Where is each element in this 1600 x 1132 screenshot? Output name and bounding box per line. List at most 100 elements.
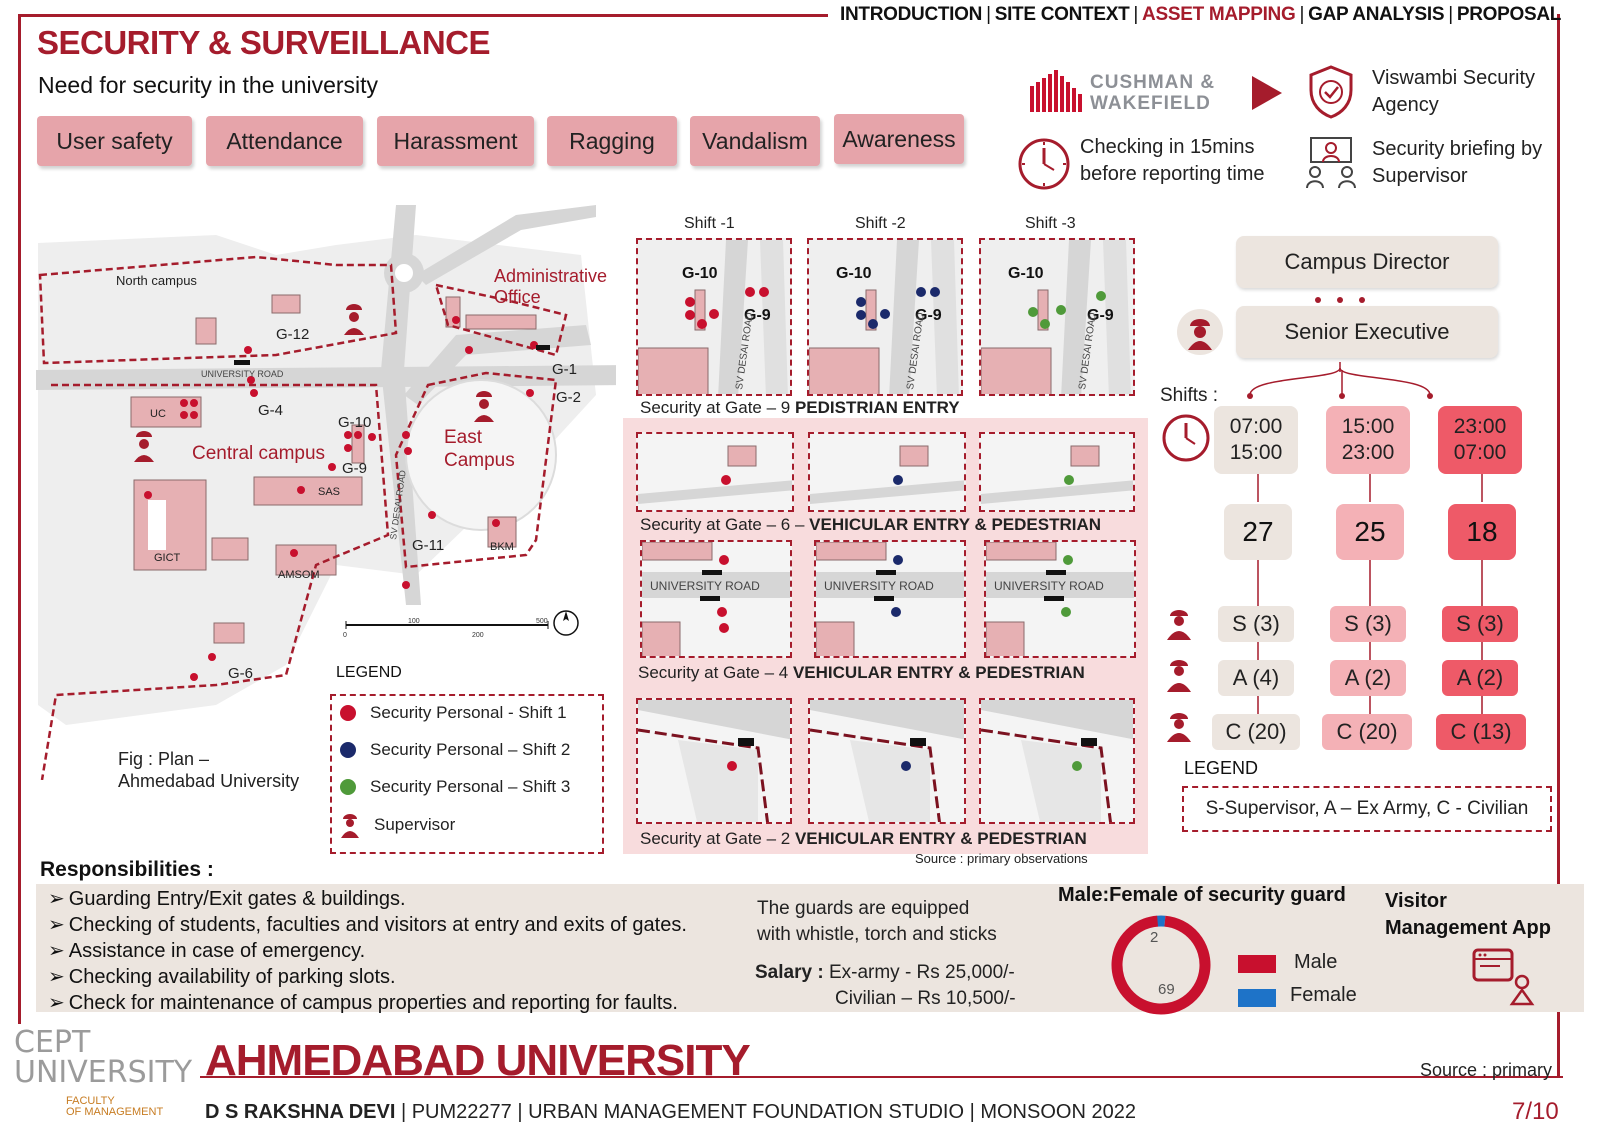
red-dot-icon: [340, 705, 356, 721]
faculty-of-management-label: FACULTY OF MANAGEMENT: [66, 1095, 164, 1118]
green-dot-icon: [340, 779, 356, 795]
label-gate-g11: G-11: [412, 537, 444, 554]
cushman-wakefield-wordmark: CUSHMAN & WAKEFIELD: [1090, 72, 1216, 114]
clock-icon: [1018, 138, 1070, 190]
guard-avatar-icon: [1177, 309, 1223, 355]
list-item: Guarding Entry/Exit gates & buildings.: [48, 886, 687, 912]
observation-source: Source : primary observations: [915, 851, 1088, 866]
label-east-campus-1: East: [444, 427, 483, 448]
legend-label-female: Female: [1290, 984, 1357, 1006]
shift2-ex-army: A (2): [1330, 660, 1406, 696]
label-gate-g1: G-1: [552, 361, 577, 378]
gate4-shift2-panel: UNIVERSITY ROAD: [814, 540, 966, 658]
legend-item-supervisor: Supervisor: [340, 812, 455, 838]
legend-title: LEGEND: [336, 664, 402, 681]
gate6-shift2-panel: [808, 432, 966, 512]
gate4-caption: Security at Gate – 4 VEHICULAR ENTRY & P…: [638, 663, 1085, 682]
shift3-supervisors: S (3): [1442, 606, 1518, 642]
road-label: UNIVERSITY ROAD: [994, 579, 1104, 593]
cept-university-logo: CEPT UNIVERSITY: [14, 1025, 193, 1090]
senior-executive-box: Senior Executive: [1236, 306, 1498, 358]
shift3-count: 18: [1448, 504, 1516, 560]
shift2-supervisors: S (3): [1330, 606, 1406, 642]
scale-tick: 0: [343, 632, 347, 639]
frame-top-border: [18, 14, 828, 17]
gate9-label-g9: G-9: [915, 307, 942, 324]
legend-item-shift3: Security Personal – Shift 3: [340, 777, 570, 797]
donut-slice-male: [1111, 915, 1211, 1015]
label-gate-g9: G-9: [342, 460, 367, 477]
need-pill-vandalism: Vandalism: [690, 116, 820, 166]
need-pill-awareness: Awareness: [834, 114, 964, 164]
nav-item-introduction[interactable]: INTRODUCTION: [840, 4, 983, 25]
gate9-caption: Security at Gate – 9 PEDISTRIAN ENTRY: [640, 398, 960, 417]
cushman-wakefield-logo: [1030, 70, 1082, 112]
frame-left-border: [18, 14, 21, 1024]
donut-label-female: 2: [1150, 929, 1158, 946]
gate2-caption: Security at Gate – 2 VEHICULAR ENTRY & P…: [640, 829, 1087, 848]
org-legend-box: S-Supervisor, A – Ex Army, C - Civilian: [1182, 786, 1552, 832]
shift1-ex-army: A (4): [1218, 660, 1294, 696]
visitor-app-icon: [1472, 948, 1535, 1006]
legend-item-shift1: Security Personal - Shift 1: [340, 703, 567, 723]
scale-tick: 100: [408, 618, 420, 625]
gate6-caption: Security at Gate – 6 – VEHICULAR ENTRY &…: [640, 515, 1102, 534]
need-pill-ragging: Ragging: [547, 116, 677, 166]
nav-item-proposal[interactable]: PROPOSAL: [1456, 4, 1562, 25]
label-building-gict: GICT: [154, 552, 181, 564]
road-label: UNIVERSITY ROAD: [824, 579, 934, 593]
gate2-shift2-panel: [808, 698, 966, 824]
ex-army-icon: [1167, 660, 1191, 692]
shift3-civilians: C (13): [1436, 714, 1526, 750]
shift-header-1: Shift -1: [684, 215, 735, 232]
agency-name: Viswambi Security Agency: [1372, 67, 1536, 116]
footer-credits: D S RAKSHNA DEVI | PUM22277 | URBAN MANA…: [205, 1101, 1136, 1123]
label-gate-g2: G-2: [556, 389, 581, 406]
label-building-uc: UC: [150, 408, 166, 420]
gate9-label-g9: G-9: [744, 307, 771, 324]
campus-plan-map: 0 100 200 500 North campus Administrativ…: [36, 205, 616, 780]
legend-item-shift2: Security Personal – Shift 2: [340, 740, 570, 760]
footer-source: Source : primary: [1420, 1060, 1553, 1080]
shifts-label: Shifts :: [1160, 385, 1219, 406]
gate2-shift1-panel: [636, 698, 792, 824]
shift2-count: 25: [1336, 504, 1404, 560]
donut-label-male: 69: [1158, 981, 1175, 998]
label-central-campus: Central campus: [192, 443, 325, 464]
label-building-sas: SAS: [318, 486, 340, 498]
gate2-shift3-panel: [979, 698, 1135, 824]
nav-item-gap-analysis[interactable]: GAP ANALYSIS: [1308, 4, 1445, 25]
label-north-campus: North campus: [116, 273, 197, 288]
nav-item-site-context[interactable]: SITE CONTEXT: [994, 4, 1130, 25]
gate6-shift1-panel: [636, 432, 794, 512]
shield-check-icon: [1309, 65, 1353, 119]
need-pill-harassment: Harassment: [377, 116, 534, 166]
label-gate-g6: G-6: [228, 665, 253, 682]
civilian-guard-icon: [1167, 713, 1191, 742]
map-legend: Security Personal - Shift 1 Security Per…: [330, 694, 604, 854]
gate9-label-g10: G-10: [836, 265, 872, 282]
gate9-shift3-panel: G-10 G-9 SV DESAI ROAD: [979, 238, 1135, 396]
label-gate-g10: G-10: [338, 414, 371, 431]
list-item: Assistance in case of emergency.: [48, 938, 687, 964]
briefing-info: Security briefing by Supervisor: [1372, 138, 1543, 187]
shift-header-3: Shift -3: [1025, 215, 1076, 232]
shift-header-2: Shift -2: [855, 215, 906, 232]
legend-swatch-female: [1238, 989, 1276, 1007]
blue-dot-icon: [340, 742, 356, 758]
gate9-label-g10: G-10: [682, 265, 718, 282]
play-arrow-icon: [1252, 76, 1282, 110]
university-title: AHMEDABAD UNIVERSITY: [205, 1036, 751, 1085]
scale-tick: 200: [472, 632, 484, 639]
campus-director-box: Campus Director: [1236, 236, 1498, 288]
gate9-label-g9: G-9: [1087, 307, 1114, 324]
list-item: Checking of students, faculties and visi…: [48, 912, 687, 938]
need-pill-user-safety: User safety: [37, 116, 192, 166]
gate4-shift1-panel: UNIVERSITY ROAD: [640, 540, 792, 658]
nav-item-asset-mapping[interactable]: ASSET MAPPING: [1142, 4, 1296, 25]
shift1-civilians: C (20): [1212, 714, 1300, 750]
org-legend-title: LEGEND: [1184, 758, 1259, 778]
